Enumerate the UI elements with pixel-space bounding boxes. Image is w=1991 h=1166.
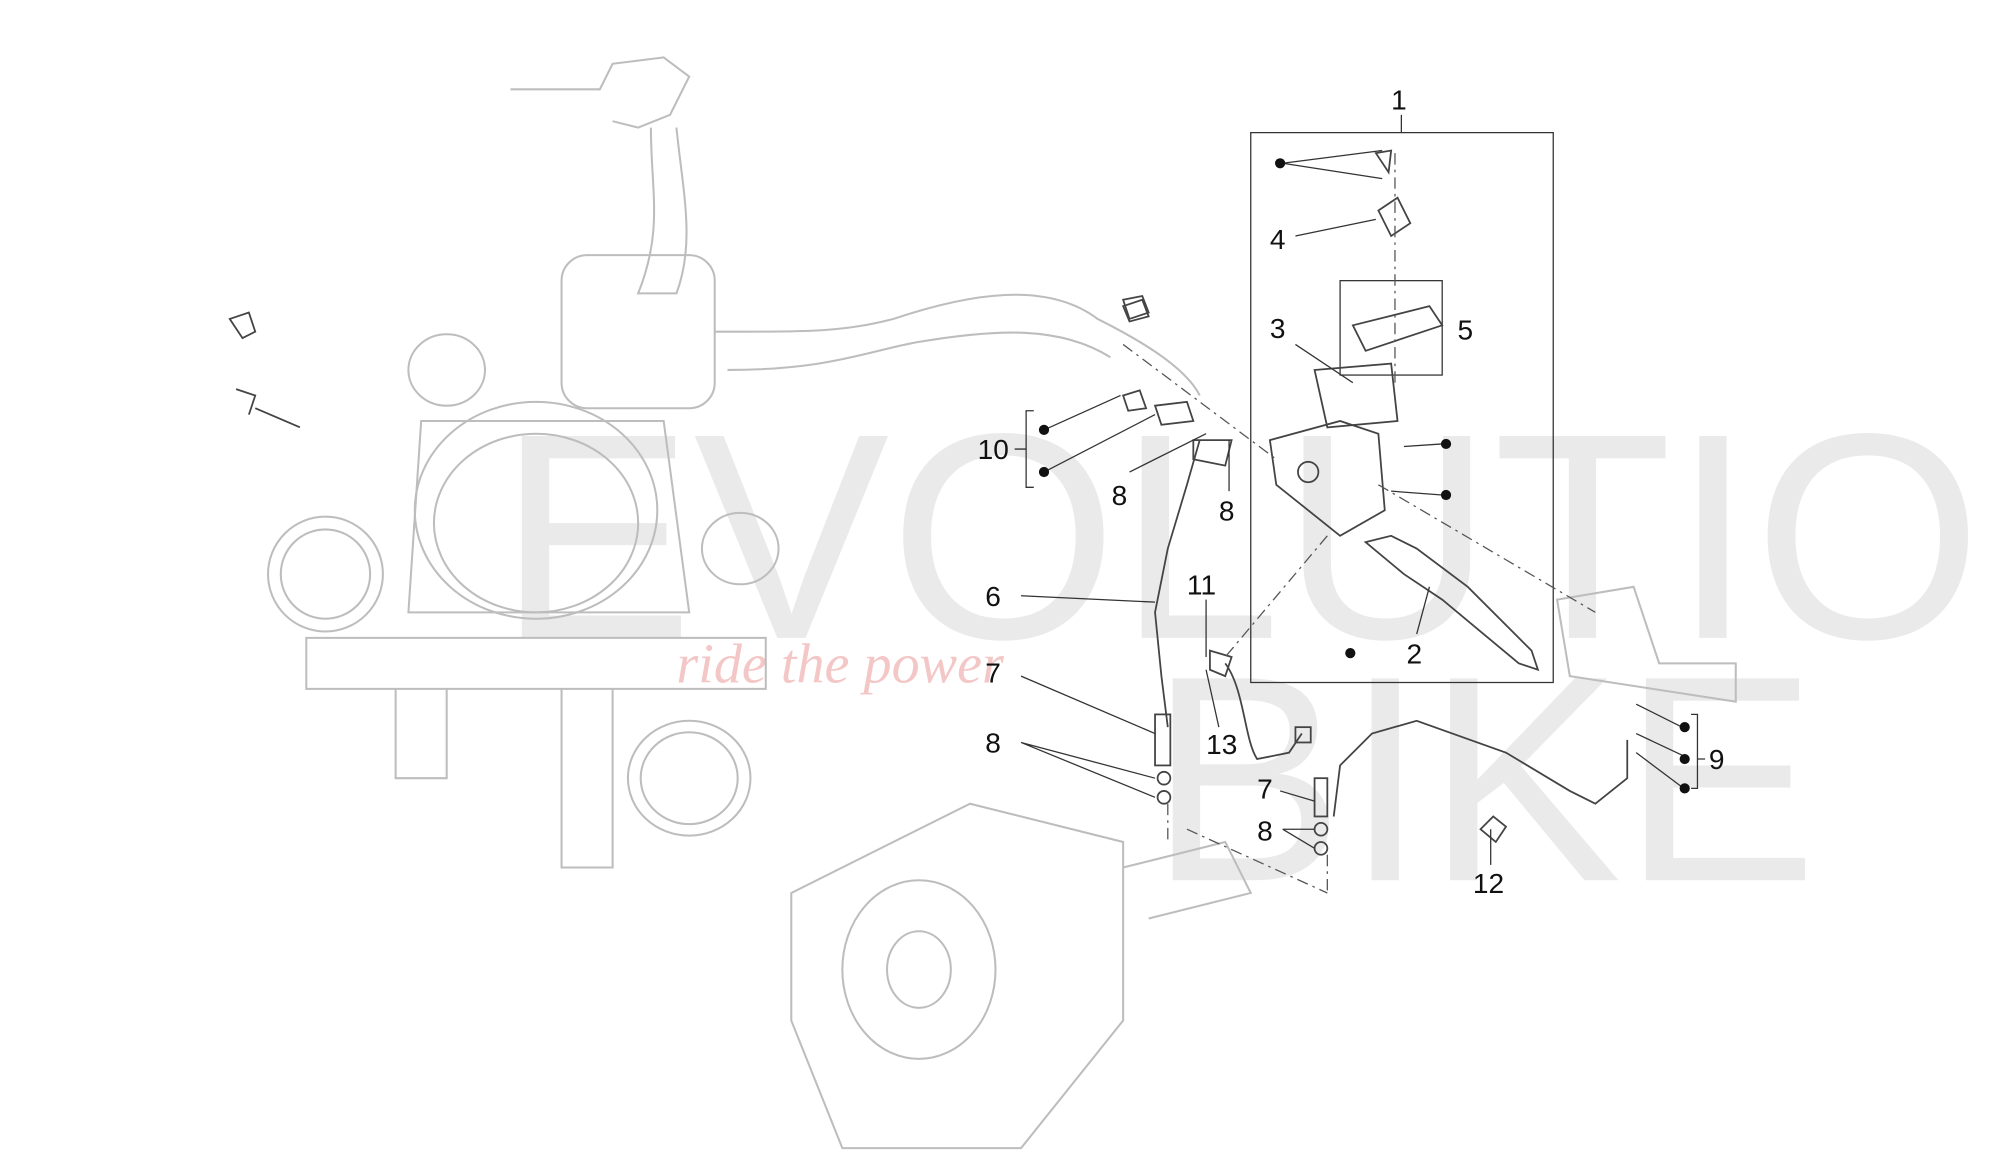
- callout-6: 6: [985, 581, 1001, 612]
- callout-8d: 8: [1257, 816, 1273, 847]
- callout-12: 12: [1473, 868, 1504, 899]
- callout-13: 13: [1206, 729, 1237, 760]
- watermark-bike: BIKE: [1149, 615, 1818, 943]
- callout-labels: 1 2 3 4 5 6 7 7 8 8 8 8 9 10 11 12 13: [978, 85, 1725, 899]
- callout-4: 4: [1270, 224, 1286, 255]
- motorcycle-front-outline: [266, 56, 1737, 1150]
- callout-10: 10: [978, 434, 1009, 465]
- callout-8b: 8: [1219, 495, 1235, 526]
- callout-8c: 8: [985, 728, 1001, 759]
- item-10-parts: [1121, 298, 1195, 426]
- callout-3: 3: [1270, 313, 1286, 344]
- callout-11: 11: [1187, 569, 1216, 600]
- watermark-tagline: ride the power: [676, 634, 1004, 696]
- callout-7b: 7: [1257, 774, 1273, 805]
- callout-1: 1: [1391, 85, 1407, 116]
- leader-lines: [1014, 149, 1706, 865]
- assembly-box-1: [1250, 114, 1554, 684]
- callout-7a: 7: [985, 658, 1001, 689]
- assembly-lines: [1122, 153, 1596, 894]
- watermark-evolution: EVOLUTION: [498, 373, 1991, 701]
- callout-9: 9: [1709, 744, 1725, 775]
- bullet-dots: [1038, 158, 1690, 794]
- clutch-parts: [228, 149, 1629, 856]
- callout-2: 2: [1406, 638, 1422, 669]
- callout-8a: 8: [1112, 480, 1128, 511]
- watermark: EVOLUTION BIKE ride the power: [498, 373, 1991, 943]
- callout-5: 5: [1458, 314, 1474, 345]
